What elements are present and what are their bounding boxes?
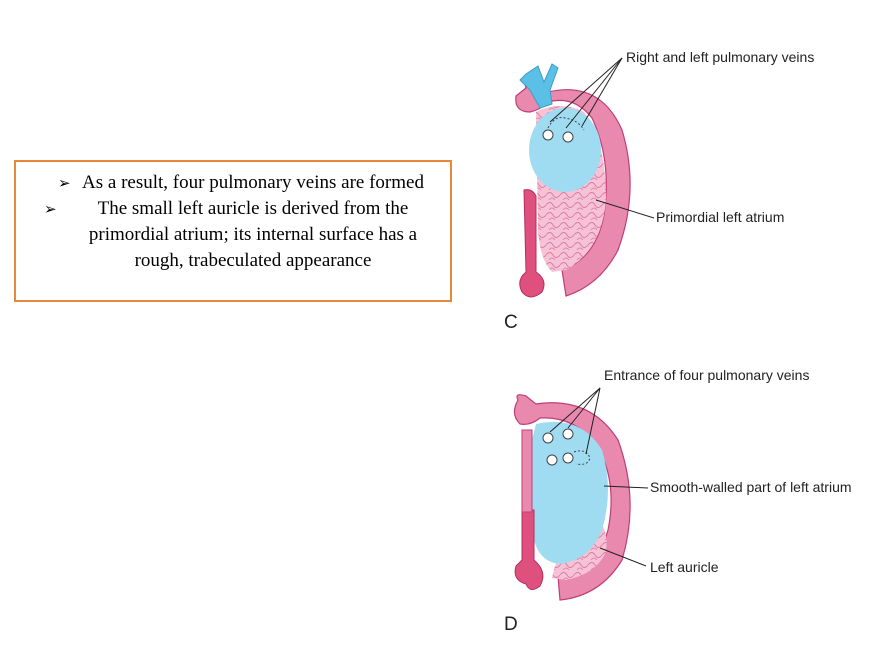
arrow-bullet-icon: ➢ bbox=[44, 200, 57, 218]
atrium-cavity bbox=[529, 108, 601, 192]
bullet-text: As a result, four pulmonary veins are fo… bbox=[82, 172, 424, 193]
vein-opening bbox=[546, 454, 558, 466]
panel-label-d: D bbox=[504, 614, 518, 635]
leader-line bbox=[585, 387, 601, 455]
septum bbox=[519, 189, 545, 298]
bullet-text: The small left auricle is derived from t… bbox=[88, 198, 418, 271]
arrow-bullet-icon: ➢ bbox=[58, 174, 71, 192]
bullet-item: ➢ The small left auricle is derived from… bbox=[28, 196, 438, 274]
septum bbox=[514, 509, 544, 590]
vein-opening bbox=[562, 452, 574, 464]
vein-opening bbox=[562, 428, 574, 440]
leader-line bbox=[549, 387, 601, 433]
septum-wall bbox=[521, 429, 533, 513]
leader-line bbox=[595, 199, 655, 219]
diagram-d: Entrance of four pulmonary veins Smooth-… bbox=[504, 367, 852, 635]
label-entrance-veins: Entrance of four pulmonary veins bbox=[604, 367, 809, 383]
explanation-text-box: ➢ As a result, four pulmonary veins are … bbox=[14, 160, 452, 302]
leader-line bbox=[603, 485, 649, 489]
bullet-item: ➢ As a result, four pulmonary veins are … bbox=[28, 170, 438, 196]
label-left-auricle: Left auricle bbox=[650, 559, 719, 575]
label-smooth-walled: Smooth-walled part of left atrium bbox=[650, 479, 852, 495]
leader-line bbox=[581, 57, 623, 127]
panel-label-c: C bbox=[504, 312, 518, 333]
pulmonary-vein-trunk bbox=[519, 63, 559, 109]
diagram-c: Right and left pulmonary veins Primordia… bbox=[504, 49, 814, 333]
vein-opening bbox=[562, 131, 574, 143]
label-primordial-atrium: Primordial left atrium bbox=[656, 209, 784, 225]
label-pulmonary-veins: Right and left pulmonary veins bbox=[626, 49, 814, 65]
leader-line bbox=[549, 57, 623, 123]
vein-opening bbox=[542, 129, 554, 141]
vein-branch-dotted bbox=[547, 117, 585, 131]
leader-line bbox=[567, 387, 601, 429]
vein-opening bbox=[542, 432, 554, 444]
leader-line bbox=[565, 57, 623, 129]
leader-line bbox=[599, 547, 647, 567]
